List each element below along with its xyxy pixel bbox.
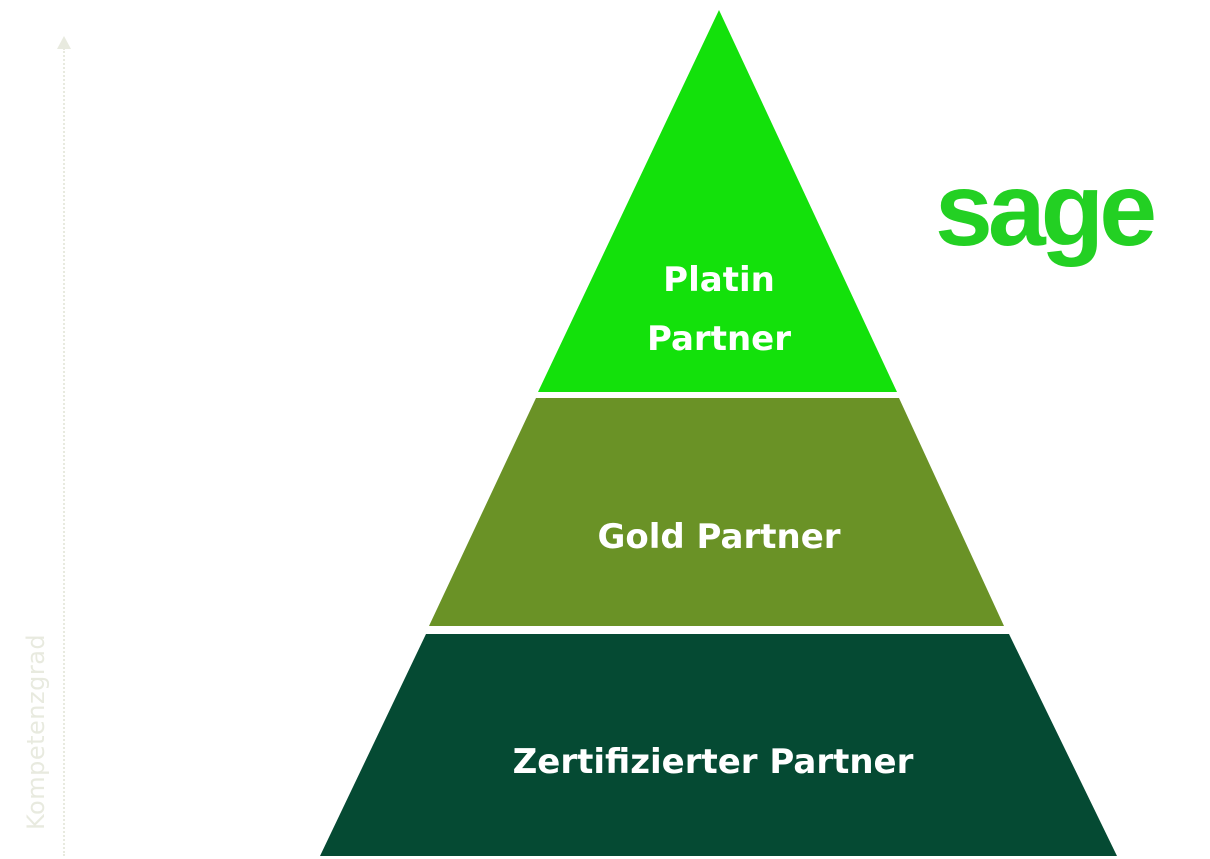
tier-label-platin-line1: Platin: [663, 260, 775, 300]
pyramid-tier-zertifiziert: [320, 634, 1117, 856]
axis-dotted-line: [63, 48, 65, 856]
sage-logo: sage: [935, 152, 1157, 268]
arrow-up-icon: [57, 36, 71, 49]
competence-axis: Kompetenzgrad: [0, 0, 120, 859]
tier-label-platin-line2: Partner: [647, 319, 791, 359]
tier-label-zertifiziert: Zertifizierter Partner: [513, 742, 914, 782]
pyramid-tier-platin: [538, 10, 897, 392]
pyramid-tier-gold: [429, 398, 1004, 626]
tier-label-gold: Gold Partner: [597, 517, 840, 557]
